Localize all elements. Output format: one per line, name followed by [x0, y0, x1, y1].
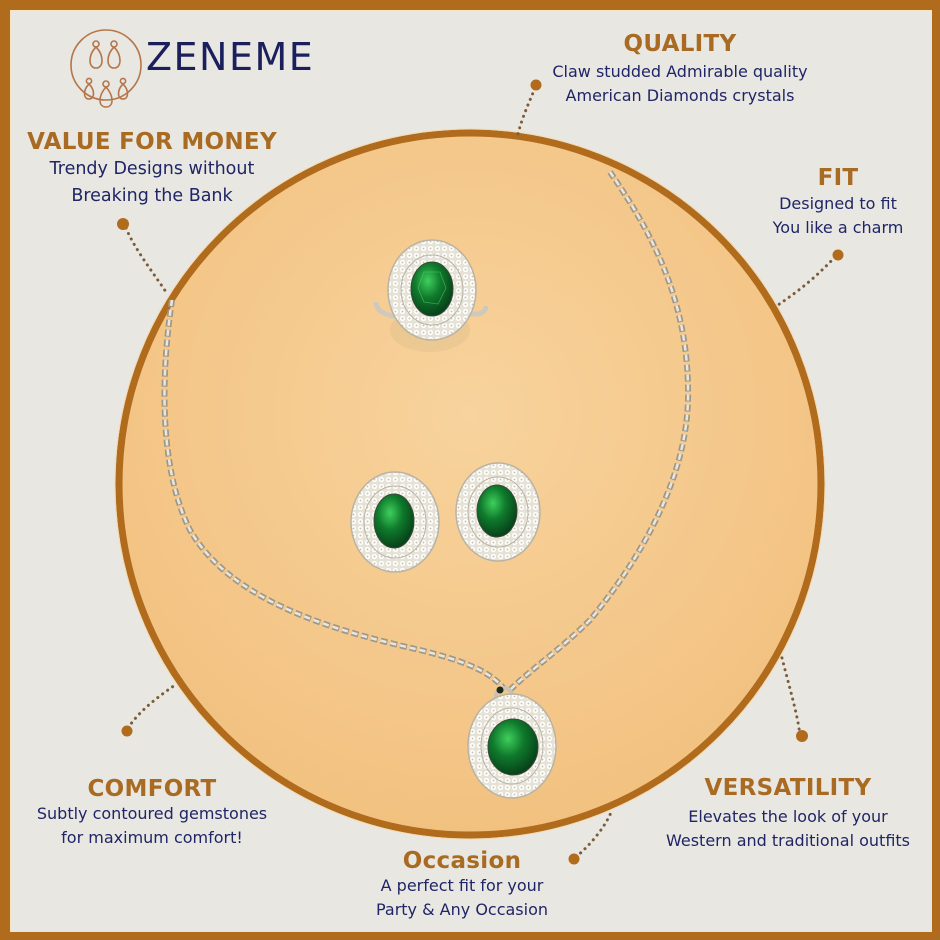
feature-occasion: Occasion A perfect fit for your Party & …	[352, 850, 572, 922]
ring-item	[373, 239, 489, 352]
feature-line: Trendy Designs without	[49, 159, 255, 179]
feature-line: Subtly contoured gemstones	[36, 804, 268, 823]
earring-left-item	[350, 471, 440, 573]
feature-comfort: COMFORT Subtly contoured gemstones for m…	[20, 778, 284, 850]
product-illustration	[70, 29, 844, 865]
feature-title: QUALITY	[623, 31, 737, 57]
feature-line: Breaking the Bank	[71, 186, 233, 206]
feature-line: A perfect fit for your	[380, 876, 544, 895]
necklace-chain	[161, 170, 692, 693]
pendant-item	[467, 686, 557, 799]
connector-endpoints	[117, 79, 844, 865]
brand-name: ZENEME	[146, 35, 315, 79]
feature-title: VERSATILITY	[704, 775, 872, 801]
feature-line: Western and traditional outfits	[665, 831, 911, 850]
feature-title: VALUE FOR MONEY	[27, 129, 277, 155]
feature-line: Claw studded Admirable quality	[552, 62, 808, 81]
feature-line: Elevates the look of your	[688, 807, 888, 826]
feature-line: Party & Any Occasion	[375, 900, 549, 919]
feature-fit: FIT Designed to fit You like a charm	[758, 167, 918, 240]
page-frame: ZENEME QUALITY Claw studded Admirable qu…	[10, 10, 932, 932]
feature-versatility: VERSATILITY Elevates the look of your We…	[650, 777, 926, 853]
feature-title: COMFORT	[87, 776, 217, 802]
feature-value-for-money: VALUE FOR MONEY Trendy Designs without B…	[12, 131, 292, 210]
earring-right-item	[455, 462, 541, 562]
earring-necklace-logo-icon	[70, 29, 142, 108]
feature-line: Designed to fit	[779, 194, 897, 213]
feature-title: Occasion	[402, 848, 522, 874]
connector-dots	[124, 86, 837, 859]
feature-line: American Diamonds crystals	[565, 86, 795, 105]
feature-line: for maximum comfort!	[61, 828, 243, 847]
feature-quality: QUALITY Claw studded Admirable quality A…	[520, 33, 840, 108]
feature-line: You like a charm	[772, 218, 904, 237]
feature-title: FIT	[817, 165, 859, 191]
